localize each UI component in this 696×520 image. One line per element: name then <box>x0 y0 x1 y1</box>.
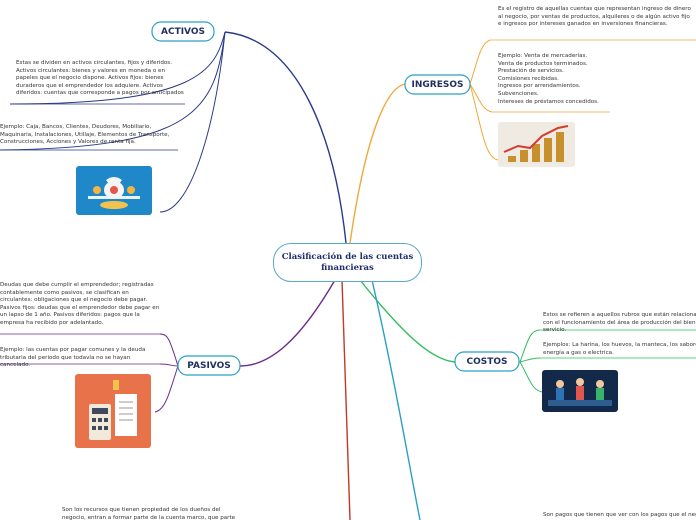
ingresos-line-1: Ejemplo: Venta de mercaderías. <box>498 53 588 59</box>
costos-label: COSTOS <box>466 356 508 367</box>
ingresos-line-2: Venta de productos terminados. <box>498 60 588 67</box>
connector-pasivos-sub2 <box>159 363 179 367</box>
connector-costos-sub2 <box>519 357 541 363</box>
connector-ingresos-sub2 <box>469 83 493 113</box>
ingresos-node-border <box>404 74 471 95</box>
money-bag-image[interactable] <box>76 166 152 215</box>
activos-label: ACTIVOS <box>161 26 205 37</box>
connector-activos-sub1 <box>9 31 226 105</box>
connector-costos-sub1 <box>519 329 541 363</box>
pasivos-text2[interactable]: Ejemplo: las cuentas por pagar comunes y… <box>0 347 146 369</box>
central-title: Clasificación de las cuentas financieras <box>281 251 414 273</box>
pasivos-label: PASIVOS <box>187 360 231 371</box>
connector-costos <box>359 279 456 363</box>
pasivos-node[interactable]: PASIVOS <box>178 356 240 375</box>
costos-text1-content: Estos se refieren a aquellos rubros que … <box>543 312 696 334</box>
connector-ingresos <box>349 83 406 244</box>
business-team-icon <box>548 378 612 406</box>
coins-growth-icon <box>503 125 569 162</box>
connector-gastos <box>371 279 421 520</box>
connector-pasivos-img <box>154 365 179 413</box>
connector-costos-img <box>519 361 543 393</box>
gastos-text1[interactable]: Son pagos que tienen que ver con los pag… <box>543 512 696 518</box>
connector-pasivos <box>239 279 336 367</box>
connector-pasivos-sub1 <box>159 333 179 367</box>
ingresos-label: INGRESOS <box>411 79 464 90</box>
calculator-icon <box>89 380 137 440</box>
costos-node[interactable]: COSTOS <box>455 352 519 371</box>
ingresos-line-4: Comisiones recibidas. <box>498 75 559 82</box>
costos-text1[interactable]: Estos se refieren a aquellos rubros que … <box>543 312 696 335</box>
money-bag-icon <box>88 177 140 209</box>
connector-activos-sub2 <box>0 31 226 151</box>
business-team-image[interactable] <box>542 370 618 412</box>
connector-activos <box>224 31 347 244</box>
ingresos-line-5: Ingresos por arrendamientos. <box>498 83 581 90</box>
capital-text1[interactable]: Son los recursos que tienen propiedad de… <box>62 507 236 520</box>
costos-text2-content: Ejemplos: La harina, los huevos, la mant… <box>543 342 696 356</box>
ingresos-line-7: Intereses de préstamos concedidos. <box>498 98 599 105</box>
activos-text2[interactable]: Ejemplo: Caja, Bancos, Clientes, Deudore… <box>0 124 170 146</box>
coins-growth-image[interactable] <box>498 122 575 167</box>
activos-node[interactable]: ACTIVOS <box>152 22 214 41</box>
central-topic[interactable]: Clasificación de las cuentas financieras <box>273 243 422 282</box>
ingresos-text2[interactable]: Ejemplo: Venta de mercaderías. Venta de … <box>498 53 618 106</box>
costos-text2[interactable]: Ejemplos: La harina, los huevos, la mant… <box>543 342 696 357</box>
ingresos-node[interactable]: INGRESOS <box>405 75 470 94</box>
pasivos-node-border <box>177 355 241 376</box>
connector-ingresos-sub1 <box>469 39 491 85</box>
activos-text1[interactable]: Estas se dividen en activos circulantes,… <box>16 60 184 97</box>
calculator-image[interactable] <box>75 374 151 448</box>
ingresos-text1[interactable]: Es el registro de aquellas cuentas que r… <box>498 6 691 28</box>
pasivos-text1[interactable]: Deudas que debe cumplir el emprendedor; … <box>0 282 160 326</box>
ingresos-line-6: Subvenciones. <box>498 90 539 97</box>
connector-capital <box>341 279 351 520</box>
activos-node-border <box>151 21 215 42</box>
connector-ingresos-img <box>469 83 499 161</box>
costos-node-border <box>454 351 520 372</box>
connector-activos-img <box>159 31 226 213</box>
ingresos-line-3: Prestación de servicios. <box>498 68 564 75</box>
